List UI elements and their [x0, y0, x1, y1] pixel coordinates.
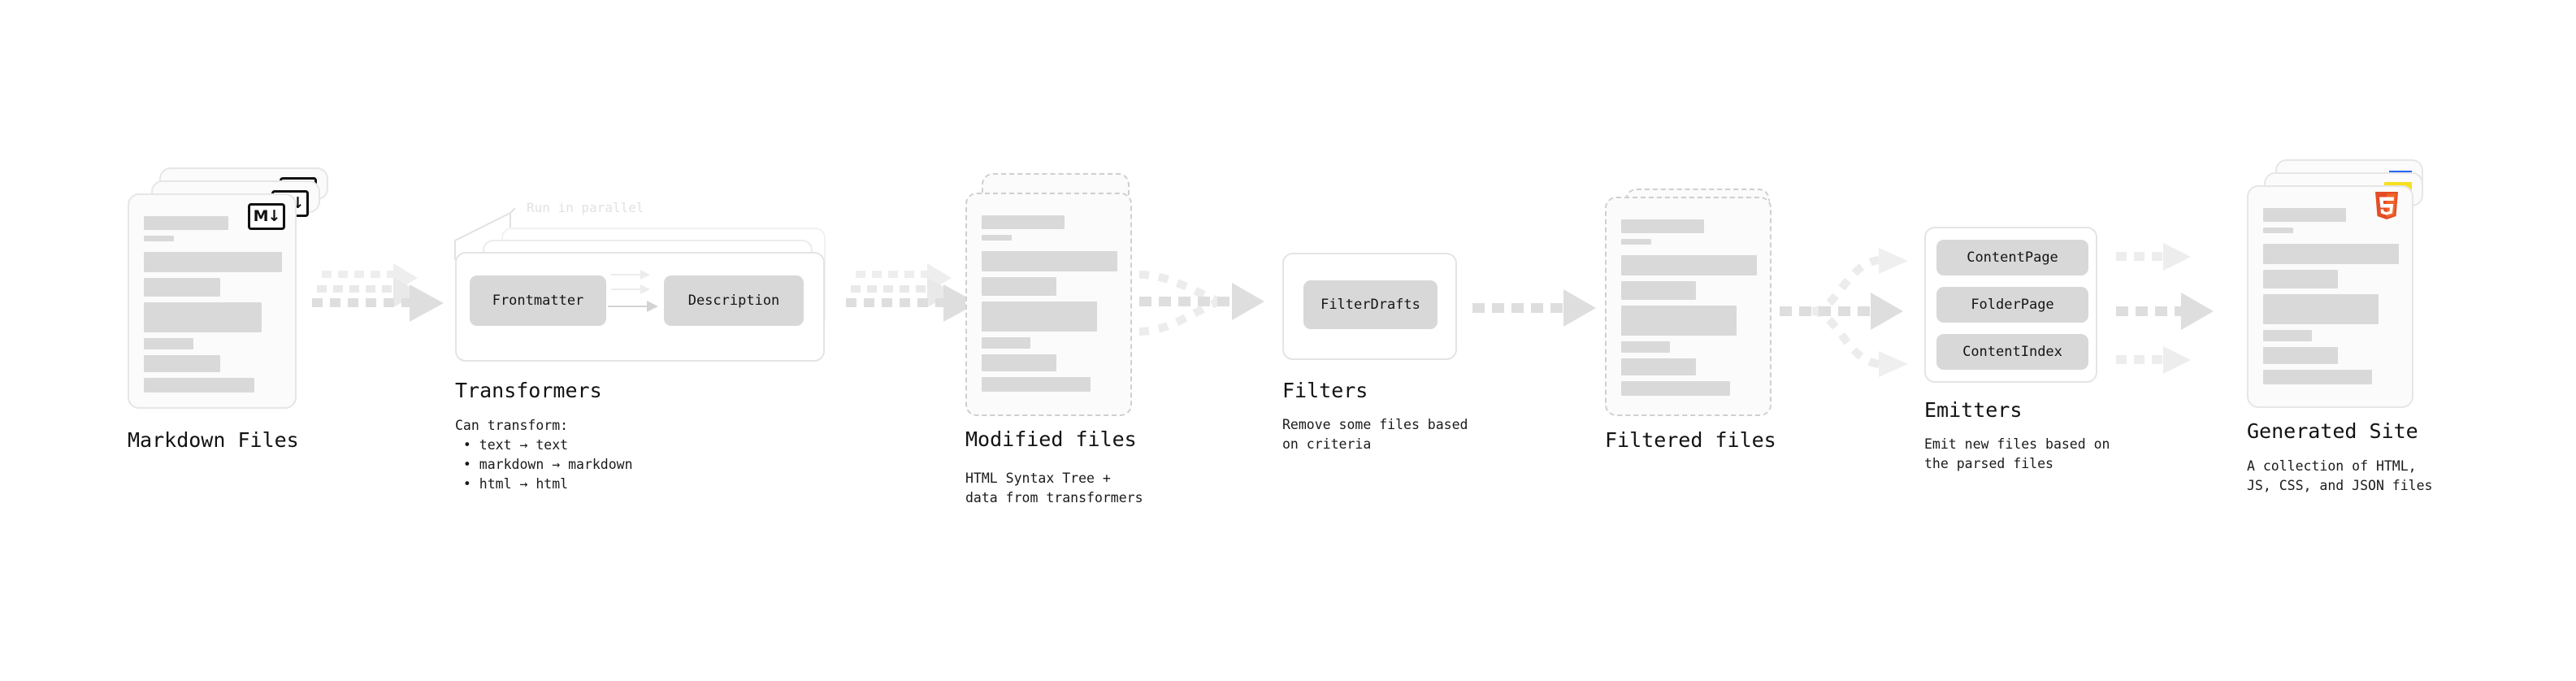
- skeleton-bar: [982, 337, 1031, 349]
- skeleton-bar: [144, 302, 262, 332]
- stage-title-filtered-files: Filtered files: [1605, 428, 1776, 452]
- skeleton-bar: [144, 278, 220, 297]
- connector-emitters-to-site: [2116, 243, 2214, 374]
- skeleton-bar: [144, 236, 175, 241]
- skeleton-bar: [2263, 347, 2338, 364]
- stage-description-emitters: Emit new files based on the parsed files: [1924, 436, 2110, 471]
- skeleton-bar: [982, 354, 1056, 371]
- connector-markdown-to-transformers: [312, 263, 444, 322]
- connector-modified-to-filters: [1138, 271, 1264, 336]
- skeleton-bar: [2263, 270, 2338, 288]
- skeleton-bar: [144, 252, 282, 272]
- transformer-node-description[interactable]: Description: [664, 275, 804, 326]
- emitter-node-contentpage[interactable]: ContentPage: [1936, 240, 2088, 275]
- skeleton-bar: [1621, 239, 1651, 245]
- stage-description-modified-files: HTML Syntax Tree + data from transformer…: [965, 471, 1143, 505]
- filters-group-box: FilterDrafts: [1282, 253, 1457, 360]
- html5-shield-shape: [2375, 192, 2398, 219]
- transformer-node-frontmatter[interactable]: Frontmatter: [470, 275, 606, 326]
- file-skeleton: [982, 215, 1117, 397]
- skeleton-bar: [1621, 255, 1757, 275]
- stage-title-emitters: Emitters: [1924, 398, 2023, 422]
- emitters-group-box: ContentPage FolderPage ContentIndex: [1924, 227, 2097, 383]
- skeleton-bar: [2263, 228, 2293, 233]
- skeleton-bar: [1621, 281, 1696, 300]
- skeleton-bar: [144, 355, 220, 372]
- connector-filtered-to-emitters: [1780, 248, 1908, 377]
- skeleton-bar: [2263, 370, 2372, 384]
- skeleton-bar: [982, 301, 1097, 332]
- skeleton-bar: [2263, 294, 2379, 324]
- stage-title-generated-site: Generated Site: [2247, 419, 2418, 443]
- stage-description-transformers: Can transform: • text → text • markdown …: [455, 418, 633, 492]
- skeleton-bar: [982, 277, 1056, 296]
- skeleton-bar: [144, 338, 194, 349]
- stage-title-transformers: Transformers: [455, 379, 602, 402]
- skeleton-bar: [1621, 358, 1696, 375]
- skeleton-bar: [982, 251, 1117, 271]
- stage-description-generated-site: A collection of HTML, JS, CSS, and JSON …: [2247, 458, 2433, 493]
- file-card-front: [1605, 197, 1772, 416]
- run-in-parallel-bracket: [454, 207, 516, 260]
- markdown-badge-icon: M↓: [248, 203, 285, 230]
- skeleton-bar: [1621, 341, 1671, 353]
- file-card-front: M↓: [128, 193, 297, 409]
- run-in-parallel-label: Run in parallel: [527, 200, 644, 215]
- file-skeleton: [144, 216, 282, 398]
- skeleton-bar: [2263, 330, 2313, 341]
- skeleton-bar: [144, 216, 228, 230]
- filter-node-filterdrafts[interactable]: FilterDrafts: [1303, 280, 1438, 329]
- connector-filters-to-filtered: [1472, 289, 1596, 327]
- transformer-inner-arrows: [608, 270, 658, 312]
- stage-title-markdown-files: Markdown Files: [128, 428, 299, 452]
- skeleton-bar: [2263, 208, 2346, 222]
- skeleton-bar: [982, 377, 1091, 392]
- file-card-front: HTML: [2247, 185, 2413, 408]
- skeleton-bar: [144, 378, 254, 393]
- skeleton-bar: [982, 215, 1065, 229]
- skeleton-bar: [1621, 219, 1704, 233]
- stage-description-filters: Remove some files based on criteria: [1282, 417, 1468, 452]
- skeleton-bar: [2263, 244, 2399, 264]
- emitter-node-contentindex[interactable]: ContentIndex: [1936, 334, 2088, 370]
- skeleton-bar: [982, 235, 1012, 241]
- file-card-front: [965, 193, 1132, 416]
- stage-title-modified-files: Modified files: [965, 427, 1137, 451]
- connector-transformers-to-modified: [846, 263, 978, 322]
- file-skeleton: [1621, 219, 1757, 401]
- file-skeleton: [2263, 208, 2399, 390]
- stage-title-filters: Filters: [1282, 379, 1368, 402]
- emitter-node-folderpage[interactable]: FolderPage: [1936, 287, 2088, 323]
- html5-badge-icon: HTML: [2370, 192, 2404, 234]
- skeleton-bar: [1621, 381, 1730, 396]
- skeleton-bar: [1621, 306, 1737, 336]
